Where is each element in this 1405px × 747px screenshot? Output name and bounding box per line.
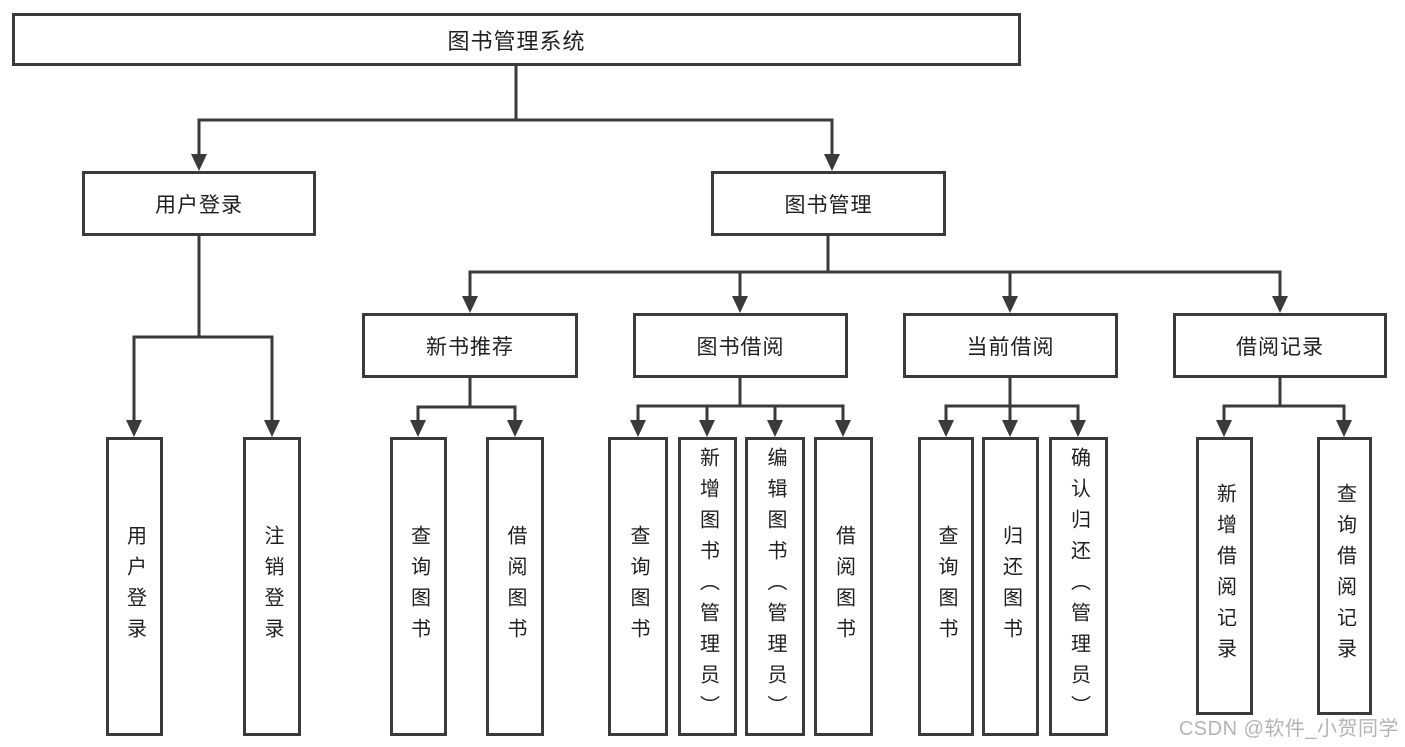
node-book-borrow-label: 图书借阅: [696, 335, 785, 359]
leaf-return-books-label: 归还图书: [999, 524, 1022, 649]
leaf-add-book-admin-label: 新增图书（管理员）: [696, 447, 719, 726]
leaf-borrow-books-1: 借阅图书: [486, 437, 544, 736]
node-borrow-records: 借阅记录: [1173, 313, 1387, 378]
leaf-borrow-books-2-label: 借阅图书: [832, 524, 855, 649]
node-root: 图书管理系统: [12, 13, 1021, 66]
leaf-query-books-1: 查询图书: [390, 437, 447, 736]
leaf-add-borrow-record: 新增借阅记录: [1196, 437, 1253, 715]
connector-group2-to-leaves: [630, 376, 851, 437]
watermark: CSDN @软件_小贺同学: [1178, 718, 1399, 740]
node-book-management-label: 图书管理: [784, 193, 873, 217]
leaf-query-borrow-record: 查询借阅记录: [1317, 437, 1372, 715]
connector-group3-to-leaves: [938, 376, 1086, 437]
leaf-borrow-books-2: 借阅图书: [814, 437, 873, 736]
leaf-user-login-label: 用户登录: [123, 524, 146, 649]
leaf-confirm-return-admin: 确认归还（管理员）: [1049, 437, 1108, 736]
node-current-borrow-label: 当前借阅: [966, 335, 1055, 359]
leaf-logout: 注销登录: [243, 437, 301, 736]
node-new-book-recommend-label: 新书推荐: [426, 335, 514, 359]
leaf-query-books-3-label: 查询图书: [935, 524, 957, 649]
node-book-borrow: 图书借阅: [633, 313, 848, 378]
leaf-confirm-return-admin-label: 确认归还（管理员）: [1067, 447, 1090, 726]
node-current-borrow: 当前借阅: [903, 313, 1118, 378]
leaf-query-books-2: 查询图书: [608, 437, 668, 736]
leaf-query-books-1-label: 查询图书: [407, 524, 430, 649]
leaf-query-books-2-label: 查询图书: [627, 524, 649, 649]
node-borrow-records-label: 借阅记录: [1236, 335, 1324, 359]
node-user-login: 用户登录: [82, 171, 316, 236]
leaf-return-books: 归还图书: [982, 437, 1039, 736]
leaf-add-book-admin: 新增图书（管理员）: [678, 437, 737, 736]
leaf-borrow-books-1-label: 借阅图书: [504, 524, 526, 649]
leaf-query-borrow-record-label: 查询借阅记录: [1333, 483, 1356, 669]
node-book-management: 图书管理: [711, 171, 946, 236]
node-user-login-label: 用户登录: [155, 193, 243, 217]
leaf-query-books-3: 查询图书: [918, 437, 974, 736]
node-root-label: 图书管理系统: [447, 28, 586, 54]
connector-mgmt-to-groups: [462, 234, 1288, 313]
connector-group4-to-leaves: [1216, 376, 1352, 437]
leaf-edit-book-admin-label: 编辑图书（管理员）: [764, 447, 786, 726]
leaf-add-borrow-record-label: 新增借阅记录: [1213, 483, 1236, 669]
connector-group1-to-leaves: [410, 376, 523, 437]
node-new-book-recommend: 新书推荐: [362, 313, 578, 378]
connector-root-to-level2: [191, 65, 840, 171]
leaf-logout-label: 注销登录: [261, 524, 283, 649]
leaf-user-login: 用户登录: [106, 437, 163, 736]
leaf-edit-book-admin: 编辑图书（管理员）: [745, 437, 805, 736]
connector-login-to-leaves: [126, 234, 280, 437]
